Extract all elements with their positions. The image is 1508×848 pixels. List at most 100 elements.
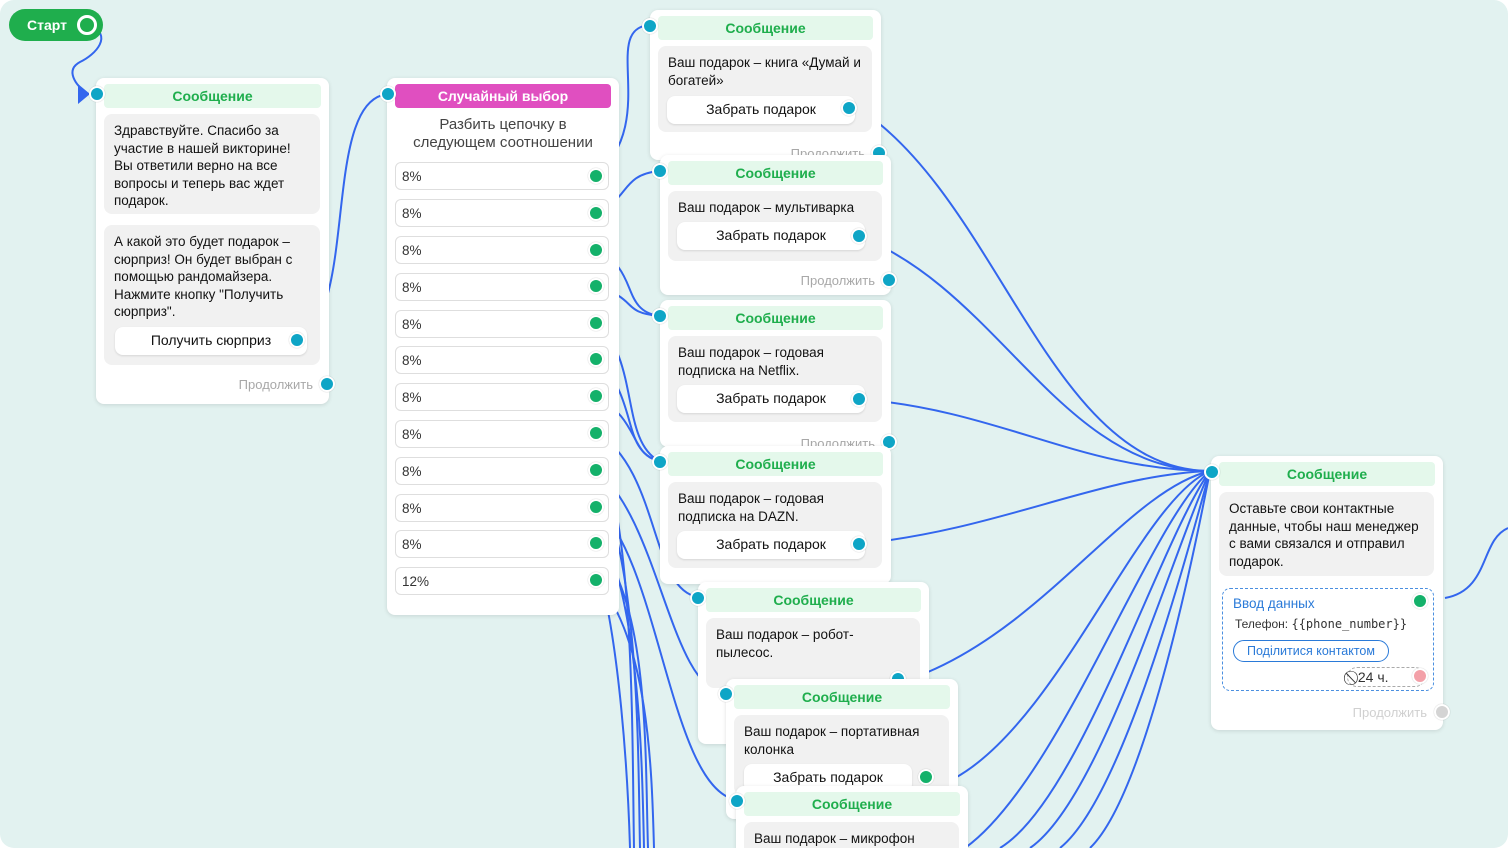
gift-input-port[interactable] — [652, 163, 668, 179]
node-header: Сообщение — [668, 452, 883, 476]
gift-input-port[interactable] — [690, 590, 706, 606]
ratio-port[interactable] — [588, 242, 604, 258]
data-input-block[interactable]: Ввод данных Телефон: {{phone_number}} По… — [1222, 588, 1434, 691]
continue-label: Продолжить — [800, 273, 875, 288]
message-text: Ваш подарок – годовая подписка на DAZN. … — [668, 482, 882, 568]
start-label: Старт — [27, 17, 67, 33]
ratio-row[interactable]: 8% — [395, 383, 609, 411]
take-gift-button[interactable]: Забрать подарок — [677, 385, 865, 413]
node-header: Сообщение — [706, 588, 921, 612]
message-text: Ваш подарок – книга «Думай и богатей» За… — [658, 46, 872, 132]
wire-g2-contact — [857, 235, 1211, 472]
ratio-row[interactable]: 8% — [395, 457, 609, 485]
message-node-intro[interactable]: Сообщение Здравствуйте. Спасибо за участ… — [96, 78, 329, 404]
message-text: Оставьте свои контактные данные, чтобы н… — [1219, 492, 1434, 576]
take-gift-port[interactable] — [851, 391, 867, 407]
message-text: Ваш подарок – робот-пылесос. — [706, 618, 920, 688]
ratio-port[interactable] — [588, 499, 604, 515]
take-gift-port[interactable] — [851, 536, 867, 552]
wire-g3-contact — [857, 398, 1211, 472]
timeout-port[interactable] — [1412, 668, 1428, 684]
ratio-row[interactable]: 8% — [395, 310, 609, 338]
message-text: Ваш подарок – портативная колонка Забрат… — [734, 715, 949, 795]
node-header: Сообщение — [744, 792, 960, 816]
message-node-gift-7[interactable]: Сообщение Ваш подарок – микрофон — [736, 786, 968, 848]
wire-bottom-contact4 — [1089, 470, 1211, 848]
message-text: Здравствуйте. Спасибо за участие в нашей… — [104, 114, 320, 214]
intro-continue-port[interactable] — [319, 376, 335, 392]
gift-input-port[interactable] — [652, 454, 668, 470]
ratio-row[interactable]: 8% — [395, 346, 609, 374]
message-node-gift-2[interactable]: Сообщение Ваш подарок – мультиварка Забр… — [660, 155, 891, 295]
message-node-gift-4[interactable]: Сообщение Ваш подарок – годовая подписка… — [660, 446, 891, 584]
ratio-row[interactable]: 12% — [395, 567, 609, 595]
contact-continue-port[interactable] — [1434, 704, 1450, 720]
start-node[interactable]: Старт — [9, 9, 103, 41]
phone-line: Телефон: {{phone_number}} — [1235, 617, 1407, 631]
ratio-port[interactable] — [588, 351, 604, 367]
gift-input-port[interactable] — [718, 686, 734, 702]
phone-variable: {{phone_number}} — [1291, 617, 1408, 631]
share-contact-button[interactable]: Поділитися контактом — [1233, 640, 1389, 662]
data-input-port[interactable] — [1412, 593, 1428, 609]
node-header: Сообщение — [668, 161, 883, 185]
message-text-body: Ваш подарок – годовая подписка на Netfli… — [678, 345, 824, 378]
wire-bottom-contact2 — [1029, 470, 1211, 848]
take-gift-port[interactable] — [851, 228, 867, 244]
continue-label: Продолжить — [800, 436, 875, 446]
take-gift-button[interactable]: Забрать подарок — [677, 531, 865, 559]
message-node-contact[interactable]: Сообщение Оставьте свои контактные данны… — [1211, 456, 1443, 730]
node-header: Сообщение — [658, 16, 873, 40]
message-text-body: Ваш подарок – мультиварка — [678, 200, 855, 215]
take-gift-port[interactable] — [841, 100, 857, 116]
ratio-row[interactable]: 8% — [395, 236, 609, 264]
message-node-gift-3[interactable]: Сообщение Ваш подарок – годовая подписка… — [660, 300, 891, 447]
wire-g6-contact — [954, 470, 1211, 779]
start-output-icon[interactable] — [77, 15, 97, 35]
ratio-row[interactable]: 8% — [395, 199, 609, 227]
get-surprise-button[interactable]: Получить сюрприз — [115, 327, 307, 355]
wire-contact-out — [1444, 527, 1508, 599]
ratio-port[interactable] — [588, 205, 604, 221]
take-gift-button[interactable]: Забрать подарок — [677, 222, 865, 250]
ratio-port[interactable] — [588, 535, 604, 551]
gift-input-port[interactable] — [652, 308, 668, 324]
ratio-row[interactable]: 8% — [395, 530, 609, 558]
random-input-port[interactable] — [380, 86, 396, 102]
ratio-row[interactable]: 8% — [395, 494, 609, 522]
take-gift-button[interactable]: Забрать подарок — [667, 96, 855, 124]
random-choice-node[interactable]: Случайный выбор Разбить цепочку в следую… — [387, 78, 619, 615]
wire-g5-contact — [927, 470, 1211, 673]
get-surprise-port[interactable] — [289, 332, 305, 348]
gift-input-port[interactable] — [642, 18, 658, 34]
continue-port[interactable] — [881, 272, 897, 288]
arrow-into-intro — [78, 84, 90, 104]
take-gift-port[interactable] — [918, 769, 934, 785]
wire-g1-contact — [857, 107, 1211, 472]
random-description: Разбить цепочку в следующем соотношении — [413, 116, 593, 151]
ratio-port[interactable] — [588, 388, 604, 404]
ratio-row[interactable]: 8% — [395, 273, 609, 301]
gift-input-port[interactable] — [729, 793, 745, 809]
intro-input-port[interactable] — [89, 86, 105, 102]
message-text-body: А какой это будет подарок – сюрприз! Он … — [114, 234, 293, 319]
ratio-row[interactable]: 8% — [395, 162, 609, 190]
wire-bottom-contact3 — [1059, 470, 1211, 848]
ratio-port[interactable] — [588, 425, 604, 441]
ratio-port[interactable] — [588, 278, 604, 294]
ratio-port[interactable] — [588, 462, 604, 478]
wire-r12-down2 — [595, 579, 655, 848]
message-text-body: Ваш подарок – книга «Думай и богатей» — [668, 55, 861, 88]
node-header: Сообщение — [668, 306, 883, 330]
ratio-port[interactable] — [588, 168, 604, 184]
contact-input-port[interactable] — [1204, 464, 1220, 480]
ratio-port[interactable] — [588, 572, 604, 588]
wire-g7-contact — [964, 470, 1211, 848]
message-text: Ваш подарок – микрофон — [744, 822, 959, 848]
ratio-row[interactable]: 8% — [395, 420, 609, 448]
continue-label: Продолжить — [238, 377, 313, 392]
ratio-port[interactable] — [588, 315, 604, 331]
phone-label: Телефон: — [1235, 617, 1289, 631]
message-node-gift-1[interactable]: Сообщение Ваш подарок – книга «Думай и б… — [650, 10, 881, 160]
